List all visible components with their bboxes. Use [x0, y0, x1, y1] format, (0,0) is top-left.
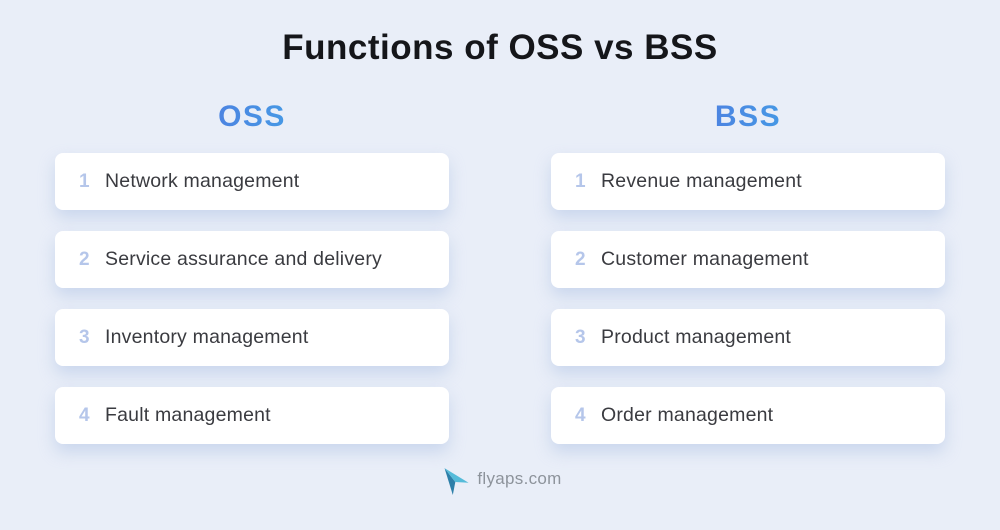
- paper-plane-icon: [444, 468, 469, 496]
- bss-card-4: 4 Order management: [551, 387, 945, 444]
- oss-card-1: 1 Network management: [55, 153, 449, 210]
- item-number: 4: [575, 404, 586, 426]
- bss-card-3: 3 Product management: [551, 309, 945, 366]
- column-header-bss: BSS: [551, 101, 945, 133]
- footer-branding: flyaps.com: [0, 464, 1000, 496]
- item-label: Fault management: [105, 404, 271, 426]
- item-number: 2: [79, 248, 90, 270]
- column-oss: OSS 1 Network management 2 Service assur…: [55, 101, 449, 465]
- bss-card-1: 1 Revenue management: [551, 153, 945, 210]
- item-number: 1: [575, 170, 586, 192]
- brand-text: flyaps.com: [477, 469, 562, 488]
- oss-card-3: 3 Inventory management: [55, 309, 449, 366]
- item-label: Revenue management: [601, 170, 802, 192]
- oss-card-2: 2 Service assurance and delivery: [55, 231, 449, 288]
- item-label: Inventory management: [105, 326, 309, 348]
- item-number: 1: [79, 170, 90, 192]
- bss-card-2: 2 Customer management: [551, 231, 945, 288]
- item-number: 3: [79, 326, 90, 348]
- item-label: Product management: [601, 326, 792, 348]
- item-label: Service assurance and delivery: [105, 248, 382, 270]
- item-number: 2: [575, 248, 586, 270]
- page-title: Functions of OSS vs BSS: [282, 28, 718, 67]
- item-label: Network management: [105, 170, 300, 192]
- item-number: 3: [575, 326, 586, 348]
- column-header-oss: OSS: [55, 101, 449, 133]
- item-label: Order management: [601, 404, 774, 426]
- column-bss: BSS 1 Revenue management 2 Customer mana…: [551, 101, 945, 465]
- item-label: Customer management: [601, 248, 809, 270]
- oss-card-4: 4 Fault management: [55, 387, 449, 444]
- comparison-columns: OSS 1 Network management 2 Service assur…: [0, 101, 1000, 465]
- item-number: 4: [79, 404, 90, 426]
